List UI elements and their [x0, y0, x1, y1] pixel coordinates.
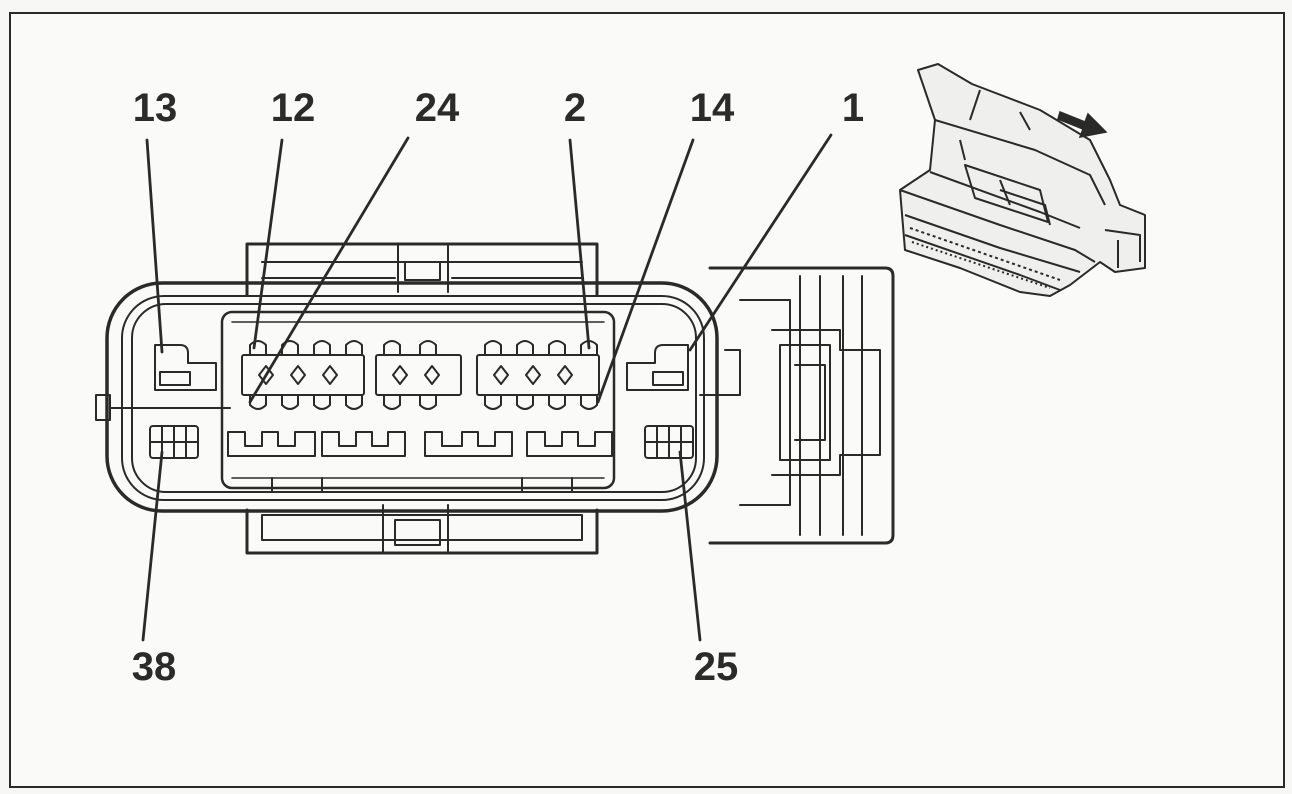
- leader-1: [688, 133, 833, 352]
- pin-label-12: 12: [270, 86, 316, 130]
- connector-3d-view: [899, 63, 1146, 297]
- lower-terminal-row: [227, 431, 613, 457]
- bottom-locking-tab: [245, 504, 599, 555]
- pin-leader-lines: [141, 133, 833, 642]
- leader-25: [678, 450, 702, 642]
- rear-latch-block: [708, 266, 895, 545]
- pin-label-14: 14: [689, 86, 735, 130]
- upper-terminal-row: [241, 340, 600, 410]
- leader-38: [141, 450, 164, 642]
- leader-13: [145, 138, 164, 354]
- pin-label-1: 1: [841, 86, 865, 130]
- leader-14: [596, 138, 695, 404]
- top-locking-tab: [245, 242, 599, 297]
- leader-2: [568, 138, 591, 350]
- pin-label-13: 13: [132, 86, 178, 130]
- end-terminals: [149, 344, 694, 459]
- leader-24: [248, 136, 410, 404]
- pin-label-24: 24: [414, 86, 460, 130]
- pull-direction-arrow-icon: [1057, 110, 1108, 138]
- connector-housing: [95, 281, 741, 513]
- pin-label-2: 2: [563, 86, 587, 130]
- pin-label-25: 25: [693, 645, 739, 689]
- pin-label-38: 38: [131, 645, 177, 689]
- terminal-cavity: [220, 310, 616, 493]
- leader-12: [252, 138, 284, 350]
